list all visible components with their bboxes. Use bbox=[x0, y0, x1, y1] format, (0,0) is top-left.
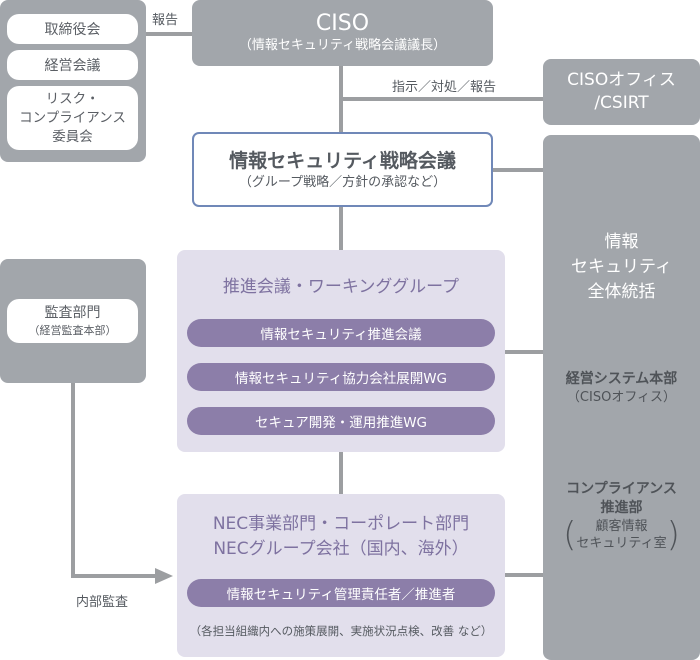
report-label: 報告 bbox=[152, 13, 179, 28]
ciso-box[interactable]: CISO （情報セキュリティ戦略会議議長） bbox=[192, 0, 493, 66]
strategy-meeting-title: 情報セキュリティ戦略会議 bbox=[229, 149, 456, 172]
connector-board-ciso bbox=[146, 32, 192, 36]
internal-audit-label: 内部監査 bbox=[76, 595, 129, 610]
connector-strategy-wg bbox=[339, 206, 343, 250]
board-group: 取締役会 経営会議 リスク・ コンプライアンス 委員会 bbox=[0, 0, 146, 162]
connector-wg-oversight bbox=[505, 350, 543, 354]
strategy-meeting-subtitle: （グループ戦略／方針の承認など） bbox=[238, 174, 447, 190]
dept-compliance-sub: ( 顧客情報 セキュリティ室 ) bbox=[563, 515, 680, 555]
connector-audit-vertical bbox=[71, 383, 75, 577]
ciso-office-line1: CISOオフィス bbox=[567, 70, 676, 90]
connector-strategy-oversight bbox=[493, 168, 543, 172]
oversight-column: 情報 セキュリティ 全体統括 経営システム本部 （CISOオフィス） コンプライ… bbox=[543, 135, 700, 660]
ciso-office-box[interactable]: CISOオフィス /CSIRT bbox=[543, 59, 700, 125]
audit-department[interactable]: 監査部門 （経営監査本部） bbox=[7, 299, 138, 343]
wg-secure-development[interactable]: セキュア開発・運用推進WG bbox=[187, 407, 495, 435]
dept-management-systems[interactable]: 経営システム本部 （CISOオフィス） bbox=[565, 371, 678, 405]
security-manager-pill[interactable]: 情報セキュリティ管理責任者／推進者 bbox=[187, 579, 495, 607]
wg-partner-deployment[interactable]: 情報セキュリティ協力会社展開WG bbox=[187, 363, 495, 391]
business-units-note: （各担当組織内への施策展開、実施状況点検、改善 など） bbox=[189, 624, 493, 638]
arrow-head-icon bbox=[155, 568, 173, 584]
wg-security-promotion[interactable]: 情報セキュリティ推進会議 bbox=[187, 319, 495, 347]
ciso-title: CISO bbox=[315, 11, 370, 36]
business-units-panel: NEC事業部門・コーポレート部門 NECグループ会社（国内、海外） 情報セキュリ… bbox=[177, 494, 505, 657]
strategy-meeting-box[interactable]: 情報セキュリティ戦略会議 （グループ戦略／方針の承認など） bbox=[192, 132, 493, 207]
connector-audit-horizontal bbox=[71, 574, 157, 578]
ciso-office-line2: /CSIRT bbox=[594, 93, 649, 113]
working-groups-panel: 推進会議・ワーキンググループ 情報セキュリティ推進会議 情報セキュリティ協力会社… bbox=[177, 250, 505, 452]
connector-ciso-office bbox=[343, 97, 543, 101]
connector-units-oversight bbox=[505, 573, 543, 577]
ciso-subtitle: （情報セキュリティ戦略会議議長） bbox=[238, 38, 447, 53]
instruction-label: 指示／対処／報告 bbox=[392, 80, 497, 95]
risk-compliance-committee[interactable]: リスク・ コンプライアンス 委員会 bbox=[7, 86, 138, 150]
board-of-directors[interactable]: 取締役会 bbox=[7, 14, 138, 44]
audit-group: 監査部門 （経営監査本部） bbox=[0, 259, 146, 383]
management-meeting[interactable]: 経営会議 bbox=[7, 50, 138, 80]
business-units-title: NEC事業部門・コーポレート部門 NECグループ会社（国内、海外） bbox=[212, 514, 470, 559]
connector-wg-units bbox=[339, 452, 343, 494]
connector-ciso-vertical bbox=[339, 66, 343, 132]
paren-left: ( bbox=[563, 515, 577, 555]
working-groups-title: 推進会議・ワーキンググループ bbox=[222, 277, 460, 297]
dept-compliance[interactable]: コンプライアンス 推進部 ( 顧客情報 セキュリティ室 ) bbox=[563, 481, 680, 555]
paren-right: ) bbox=[666, 515, 680, 555]
oversight-title: 情報 セキュリティ 全体統括 bbox=[571, 232, 672, 302]
